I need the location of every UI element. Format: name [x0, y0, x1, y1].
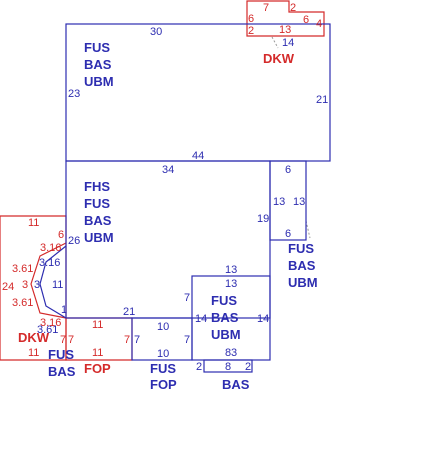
label-fus-middle: FUS: [150, 361, 176, 376]
label-dkw-top: DKW: [263, 51, 295, 66]
dim-lower-top: 34: [162, 164, 174, 176]
bottom-strip-outline: [203, 359, 253, 373]
label-ubm-upper: UBM: [84, 74, 114, 89]
dim-inner-small: 1: [61, 304, 67, 316]
dim-dkwt-below: 14: [282, 37, 294, 49]
bevel-inner: [39, 245, 67, 319]
dim-dkwt-right-inner: 6: [303, 14, 309, 26]
dim-dkwl-top: 11: [28, 217, 39, 229]
dim-lr-top-outer: 13: [225, 264, 237, 276]
dkw-top-outline: [246, 0, 325, 37]
label-fop-left: FOP: [84, 361, 111, 376]
dim-dkwl-left: 24: [2, 281, 14, 293]
label-bas-strip: BAS: [222, 377, 250, 392]
dim-strip-top: 8: [225, 347, 231, 359]
dim-dkwl-angle-1: 3.16: [40, 242, 61, 254]
dim-lr-right: 14: [257, 313, 269, 325]
dim-dkwl-edge: 6: [58, 229, 64, 241]
dim-lower-left: 26: [68, 235, 80, 247]
dim-fop-left-2: 7: [68, 334, 74, 346]
label-ubm-lower-right: UBM: [211, 327, 241, 342]
label-dkw-left: DKW: [18, 330, 50, 345]
dim-strip-right: 2: [245, 361, 251, 373]
label-fus-lower: FUS: [84, 196, 110, 211]
blue-outlines: [39, 23, 331, 373]
dim-dkwl-inner-left: 3: [22, 279, 28, 291]
dim-upper-right: 21: [316, 94, 328, 106]
dim-dkwl-inner-mid: 3: [34, 279, 40, 291]
dim-mid-right: 7: [184, 334, 190, 346]
dim-dkwt-step: 2: [290, 2, 296, 14]
dim-fop-top: 11: [92, 319, 103, 331]
dkw-left-bevel: [30, 242, 67, 319]
dim-upper-left: 23: [68, 88, 80, 100]
dim-dkwl-angle-4: 3.16: [40, 317, 61, 329]
dkw-top-leader: [271, 36, 279, 49]
dim-mid-left: 7: [134, 334, 140, 346]
label-bas-lower-right: BAS: [211, 310, 239, 325]
dim-lr-top-inner: 13: [225, 278, 237, 290]
dim-lower-right: 19: [257, 213, 269, 225]
dim-lr-step: 7: [184, 292, 190, 304]
dim-dkwl-bottom: 11: [28, 347, 39, 359]
dim-fop-left: 7: [60, 334, 66, 346]
label-fus-right: FUS: [288, 241, 314, 256]
dim-right-right: 13: [293, 196, 305, 208]
dim-upper-top: 30: [150, 26, 162, 38]
dim-lr-bottom: 3: [231, 347, 237, 359]
label-fus-lower-right: FUS: [211, 293, 237, 308]
blue-dimensions: 30 23 21 44 34 26 19 21 6 13 13 6 13 13 …: [37, 26, 328, 373]
label-bas-upper: BAS: [84, 57, 112, 72]
dim-dkwt-inner: 2: [248, 25, 254, 37]
dim-mid-bottom: 10: [157, 348, 169, 360]
label-bas-lower: BAS: [84, 213, 112, 228]
dim-dkwl-inner-right: 11: [52, 279, 63, 291]
label-fop-middle: FOP: [150, 377, 177, 392]
dim-lr-left: 14: [195, 313, 207, 325]
label-fhs-lower: FHS: [84, 179, 110, 194]
dim-dkwt-bottom: 13: [279, 24, 291, 36]
lower-middle-outline: [131, 317, 193, 361]
dim-dkwt-right: 4: [316, 18, 322, 30]
dim-inner-angle-1: 3.16: [39, 257, 60, 269]
label-bas-left: BAS: [48, 364, 76, 379]
label-ubm-right: UBM: [288, 275, 318, 290]
dim-upper-bottom: 44: [192, 150, 204, 162]
dim-inner-angle-2: 3.61: [37, 324, 58, 336]
area-labels: FUS BAS UBM FHS FUS BAS UBM FUS BAS UBM …: [18, 40, 318, 392]
dim-fop-bottom: 11: [92, 347, 103, 359]
right-addition-outline: [269, 160, 307, 241]
dim-strip-left: 2: [196, 361, 202, 373]
dim-dkwt-top: 7: [263, 2, 269, 14]
right-addition-leader: [305, 220, 311, 239]
dim-dkwl-angle-3: 3.61: [12, 297, 33, 309]
dim-lower-bottom: 21: [123, 306, 135, 318]
label-fus-upper: FUS: [84, 40, 110, 55]
dim-dkwl-angle-2: 3.61: [12, 263, 33, 275]
dim-right-bottom: 6: [285, 228, 291, 240]
dim-right-top: 6: [285, 164, 291, 176]
dim-fop-right: 7: [124, 334, 130, 346]
dim-right-left: 13: [273, 196, 285, 208]
label-ubm-lower: UBM: [84, 230, 114, 245]
label-bas-right: BAS: [288, 258, 316, 273]
dim-strip-top-inner: 8: [225, 361, 231, 373]
dim-dkwt-left: 6: [248, 13, 254, 25]
dim-mid-top: 10: [157, 321, 169, 333]
label-fus-left: FUS: [48, 347, 74, 362]
red-dimensions: 7 6 2 2 6 4 13 14 11 6 3.16 3.61 24 3 3 …: [2, 2, 322, 359]
